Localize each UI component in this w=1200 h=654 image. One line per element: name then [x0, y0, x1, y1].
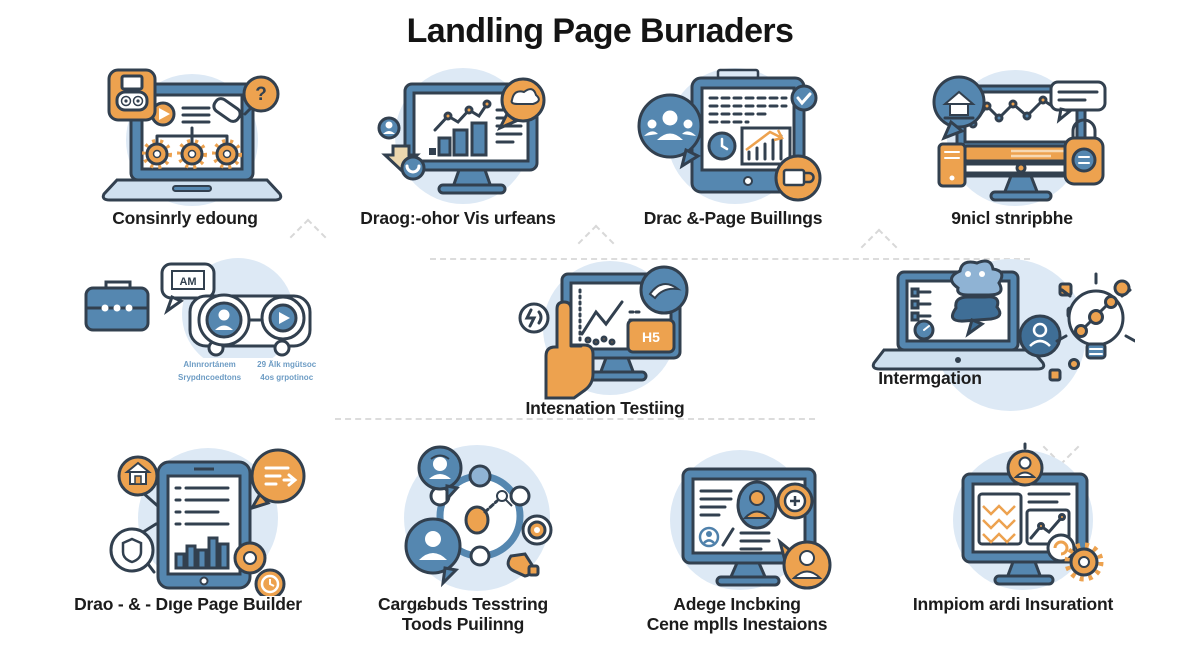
- orange-square-icon: [1048, 368, 1062, 382]
- lightbulb-icon: [1055, 272, 1135, 370]
- caption-r3c3: Adege Incbĸing Cene mplls Inestaions: [646, 594, 828, 634]
- home-bubble-icon: [932, 75, 986, 141]
- play-node-icon: [260, 295, 306, 341]
- laptop-workflow-icon: ?: [101, 68, 283, 206]
- caption-r2c2: Inteɛnation Testiing: [525, 398, 685, 418]
- svg-text:?: ?: [255, 84, 267, 105]
- laptop-idea-icon: [871, 259, 1135, 411]
- briefcase-icon: [84, 280, 150, 332]
- gauge-badge-icon: [913, 319, 935, 341]
- list-arrow-bubble-icon: [248, 448, 306, 511]
- monitor-bar-chart-icon: [377, 68, 546, 204]
- collaboration-hub-icon: [404, 445, 553, 591]
- swoosh-badge-icon: [639, 265, 689, 315]
- caption-r3c1: Drao - & - Dıge Page Builder: [74, 594, 302, 614]
- caption-r2c3: Intermgation: [878, 368, 982, 388]
- chat-bubble-icon: [496, 77, 546, 132]
- chat-bubble-icon: AM: [160, 262, 216, 316]
- question-badge-icon: ?: [242, 75, 280, 116]
- clock-badge-icon: [254, 568, 286, 596]
- h5-card-icon: H5: [626, 318, 676, 354]
- team-bubble-icon: [637, 93, 703, 170]
- caption-r3c4: Inmpiom ardi Insurationt: [912, 594, 1114, 614]
- pointing-hand-icon: [544, 300, 595, 400]
- card-label: H5: [642, 329, 660, 345]
- phone-icon: [937, 142, 967, 188]
- dashed-divider-line: [335, 418, 815, 420]
- gear-badge-icon: [1064, 542, 1104, 582]
- support-user-bubble-icon: [417, 445, 463, 503]
- mini-chart-card-icon: [1025, 508, 1071, 546]
- tablet-builder-icon: [109, 448, 306, 596]
- eraser-icon: [212, 97, 242, 123]
- hook-badge-icon: [400, 155, 426, 181]
- robot-badge-icon: [107, 68, 157, 122]
- gear-badge-icon: [521, 514, 553, 546]
- wrench-icon: [506, 552, 540, 578]
- mug-badge-icon: [774, 154, 822, 202]
- hub-center-icon: [464, 505, 490, 535]
- ring-badge-icon: [233, 541, 267, 575]
- caption-r3c2: Cargɕbuds Tesstring Toods Puilinng: [378, 594, 548, 634]
- lock-icon: [1063, 118, 1105, 186]
- monitor-analytics-lock-icon: [932, 70, 1107, 206]
- check-bubble-icon: [790, 84, 818, 112]
- shield-badge-icon: [109, 527, 156, 574]
- hand-testing-icon: H5: [518, 261, 689, 400]
- user-bubble-icon: [777, 537, 832, 590]
- caption-r1c4: 9nicl stnripbhe: [951, 208, 1073, 228]
- caption-r1c1: Consinrly edoung: [112, 208, 258, 228]
- key-icon: [496, 490, 513, 507]
- caption-r1c2: Draog:-ohor Vis urfeans: [360, 208, 556, 228]
- add-user-badge-icon: [776, 482, 814, 520]
- page-title: Landling Page Burıaders: [406, 12, 794, 50]
- bubble-text: AM: [179, 276, 196, 288]
- clock-chart-icon: [707, 131, 737, 161]
- gear-icon: [142, 139, 172, 169]
- gear-icon: [212, 139, 242, 169]
- speech-bubble-icon: [1049, 80, 1107, 124]
- dashed-divider-line: [430, 258, 1030, 260]
- user-bubble-icon: [404, 517, 462, 588]
- profile-oval-icon: [736, 480, 778, 530]
- signal-badge-icon: [518, 302, 550, 334]
- user-badge-icon: [1006, 442, 1044, 487]
- tablet-report-icon: [637, 68, 822, 204]
- user-node-icon: [197, 293, 251, 347]
- gear-icon: [177, 139, 207, 169]
- briefcase-network-icon: AM: [84, 258, 312, 370]
- user-badge-icon: [377, 116, 401, 140]
- user-stamp-icon: [698, 526, 720, 548]
- user-badge-icon: [1018, 314, 1062, 358]
- chat-cloud-icon: [950, 259, 1004, 338]
- swirl-badge-icon: [1046, 533, 1076, 563]
- profile-monitor-icon: [670, 450, 832, 590]
- home-badge-icon: [117, 455, 159, 497]
- dashed-chevron-icon: [577, 224, 615, 262]
- report-monitor-icon: [953, 442, 1104, 590]
- caption-r1c3: Drac &-Page Buillıngs: [643, 208, 823, 228]
